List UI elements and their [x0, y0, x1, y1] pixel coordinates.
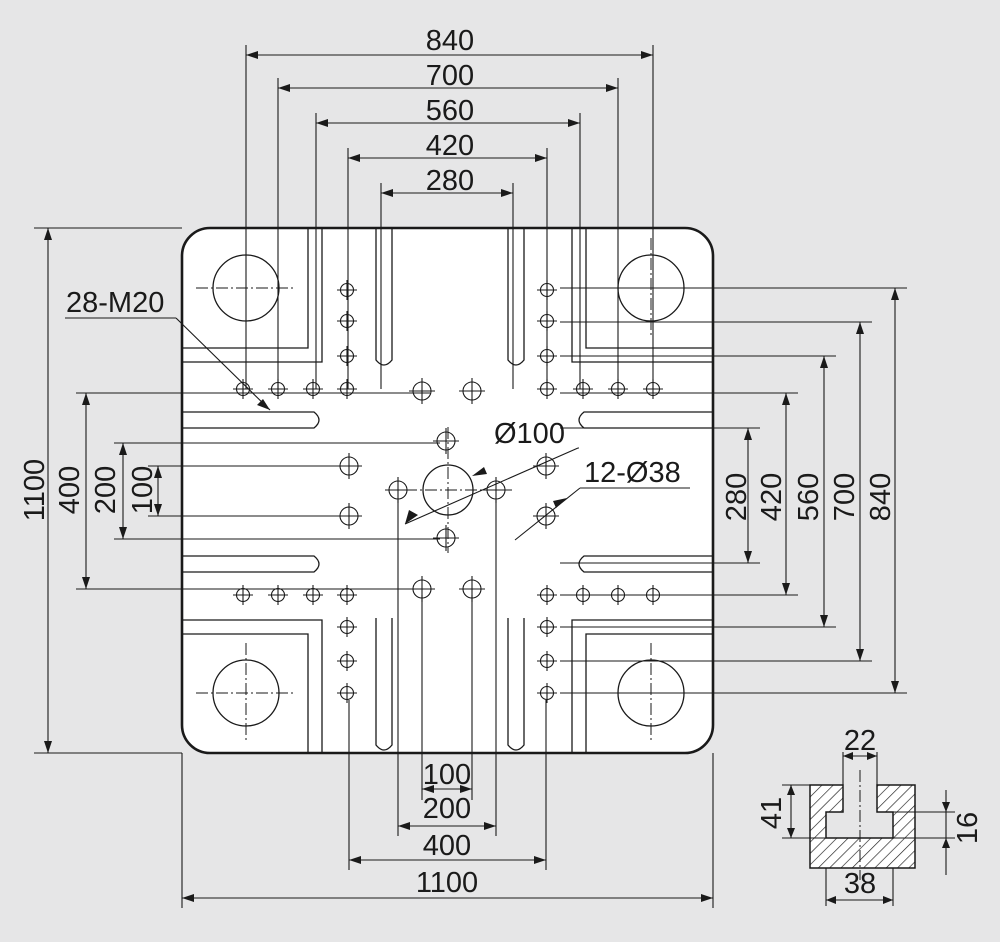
- arrowhead: [744, 428, 752, 440]
- dim-bottom-100: 100: [423, 759, 471, 791]
- callout-labels: 28-M20 Ø100 12-Ø38: [66, 287, 681, 489]
- arrowhead: [246, 51, 258, 59]
- dim-bottom-1100: 1100: [416, 867, 478, 899]
- dim-bottom-200: 200: [423, 793, 471, 825]
- horizontal-slot: [182, 555, 320, 573]
- arrowhead: [856, 649, 864, 661]
- dim-bottom-400: 400: [423, 830, 471, 862]
- arrowhead: [119, 443, 127, 455]
- corner-slot: [571, 228, 713, 363]
- dim-right-280: 280: [721, 473, 753, 521]
- corner-slot: [182, 619, 323, 753]
- right-dimension-labels: 280 420 560 700 840: [721, 473, 897, 521]
- arrowhead: [278, 84, 290, 92]
- arrowhead: [381, 189, 393, 197]
- dim-right-700: 700: [829, 473, 861, 521]
- corner-slot: [182, 228, 323, 363]
- arrowhead: [154, 466, 162, 478]
- arrowhead: [460, 785, 472, 793]
- arrowhead: [422, 785, 434, 793]
- dim-right-560: 560: [793, 473, 825, 521]
- section-top-width: 22: [844, 725, 876, 757]
- dim-left-200: 200: [90, 466, 122, 514]
- arrowhead: [641, 51, 653, 59]
- callout-through-holes: 12-Ø38: [584, 457, 681, 489]
- dim-right-840: 840: [865, 473, 897, 521]
- arrowhead: [782, 393, 790, 405]
- center-hole: [422, 464, 474, 516]
- arrowhead: [820, 615, 828, 627]
- arrowhead: [398, 822, 410, 830]
- dim-top-280: 280: [426, 165, 474, 197]
- arrowhead: [82, 393, 90, 405]
- arrowhead: [501, 189, 513, 197]
- callout-tapped-holes: 28-M20: [66, 287, 164, 319]
- arrowhead: [82, 577, 90, 589]
- arrowhead: [891, 681, 899, 693]
- arrowhead: [154, 504, 162, 516]
- left-dimension-labels: 1100 400 200 100: [19, 459, 159, 521]
- leader-lines: [65, 317, 690, 541]
- corner-slot: [585, 633, 713, 753]
- arrowhead: [484, 822, 496, 830]
- arrowhead: [316, 119, 328, 127]
- section-total-depth: 41: [756, 797, 788, 829]
- section-bottom-width: 38: [844, 868, 876, 900]
- t-slots: [182, 228, 713, 753]
- vertical-slot: [507, 228, 525, 366]
- arrowhead: [856, 322, 864, 334]
- vertical-slot: [375, 618, 393, 751]
- section-neck-depth: 16: [952, 812, 984, 844]
- horizontal-slot: [182, 411, 320, 429]
- bottom-dimension-labels: 100 200 400 1100: [416, 759, 478, 899]
- arrowhead: [44, 228, 52, 240]
- corner-slot: [182, 228, 309, 349]
- slot-cross-section: 22 38 41 16: [756, 725, 984, 906]
- arrowhead: [701, 894, 713, 902]
- arrowhead: [606, 84, 618, 92]
- arrowhead: [119, 527, 127, 539]
- dim-right-420: 420: [756, 473, 788, 521]
- dimension-lines: [34, 45, 907, 908]
- corner-slot: [585, 228, 713, 349]
- vertical-slot: [375, 228, 393, 366]
- horizontal-slot: [578, 555, 713, 573]
- dim-left-400: 400: [54, 466, 86, 514]
- dim-left-100: 100: [127, 466, 159, 514]
- arrowhead: [44, 741, 52, 753]
- arrowhead: [348, 154, 360, 162]
- arrowhead: [568, 119, 580, 127]
- vertical-slot: [507, 618, 525, 751]
- arrowhead: [182, 894, 194, 902]
- dim-top-700: 700: [426, 60, 474, 92]
- arrowhead: [782, 583, 790, 595]
- dim-top-420: 420: [426, 130, 474, 162]
- dim-left-1100: 1100: [19, 459, 51, 521]
- arrowhead: [744, 551, 752, 563]
- dim-top-560: 560: [426, 95, 474, 127]
- top-dimension-labels: 840 700 560 420 280: [426, 25, 474, 197]
- arrowhead: [820, 356, 828, 368]
- corner-slot: [571, 619, 713, 753]
- arrowhead: [891, 288, 899, 300]
- arrowhead: [534, 856, 546, 864]
- corner-slot: [182, 633, 309, 753]
- callout-center-hole: Ø100: [494, 418, 565, 450]
- arrowhead: [349, 856, 361, 864]
- tie-bar-hole: [212, 659, 280, 727]
- arrowhead: [535, 154, 547, 162]
- dim-top-840: 840: [426, 25, 474, 57]
